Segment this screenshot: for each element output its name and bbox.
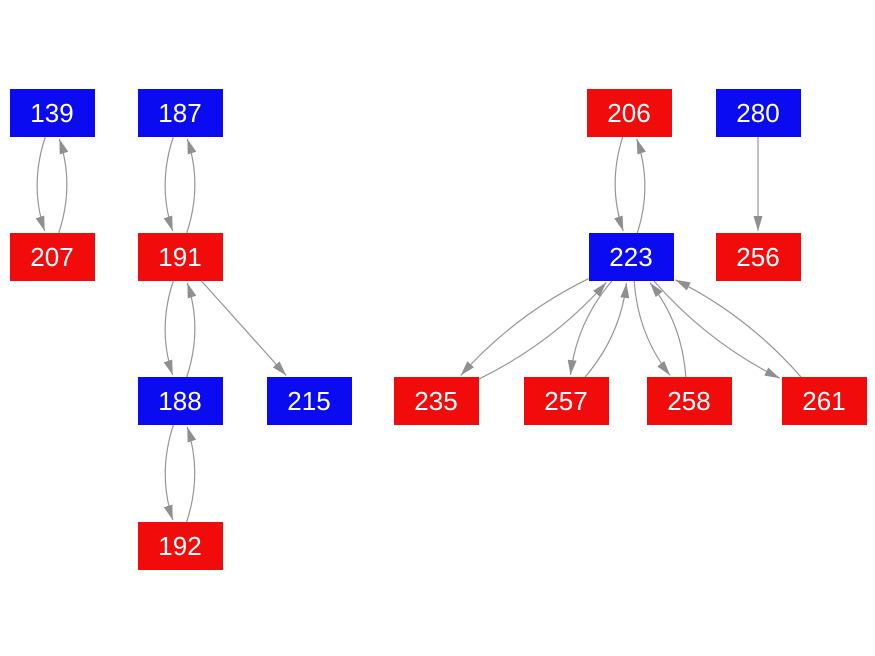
edge-139-207 (35, 136, 46, 232)
edge-235-223 (478, 282, 607, 380)
graph-node-235: 235 (393, 377, 479, 425)
edge-207-139 (58, 138, 69, 234)
graph-node-261: 261 (781, 377, 867, 425)
edge-223-206 (636, 138, 646, 234)
edge-258-223 (649, 282, 687, 378)
graph-node-188: 188 (137, 377, 223, 425)
graph-node-258: 258 (646, 377, 732, 425)
edge-192-188 (186, 426, 197, 523)
node-label: 257 (544, 386, 588, 416)
edge-223-257 (567, 280, 613, 376)
graph-node-139: 139 (9, 89, 95, 137)
node-label: 188 (158, 386, 202, 416)
node-label: 187 (158, 98, 202, 128)
graph-node-192: 192 (137, 522, 223, 570)
node-label: 235 (414, 386, 458, 416)
node-label: 206 (607, 98, 651, 128)
node-label: 256 (736, 242, 780, 272)
graph-node-257: 257 (523, 377, 609, 425)
graph-node-191: 191 (137, 233, 223, 281)
graph-node-215: 215 (266, 377, 352, 425)
edge-188-191 (186, 282, 197, 378)
node-label: 192 (158, 531, 202, 561)
graph-node-223: 223 (588, 233, 674, 281)
edge-191-215 (201, 280, 287, 376)
graph-node-280: 280 (715, 89, 801, 137)
edge-187-191 (163, 136, 174, 232)
node-label: 280 (736, 98, 780, 128)
edge-188-192 (163, 424, 174, 521)
node-label: 258 (667, 386, 711, 416)
graph-node-207: 207 (9, 233, 95, 281)
node-label: 223 (609, 242, 653, 272)
edge-223-261 (653, 280, 780, 379)
graph-node-206: 206 (586, 89, 672, 137)
node-label: 261 (802, 386, 846, 416)
edges-group (35, 136, 802, 523)
node-label: 139 (30, 98, 74, 128)
edge-191-188 (163, 280, 174, 376)
graph-node-187: 187 (137, 89, 223, 137)
edge-223-258 (633, 280, 671, 376)
edge-257-223 (584, 282, 630, 378)
edge-223-235 (460, 278, 589, 376)
edge-191-187 (186, 138, 197, 234)
graph-node-256: 256 (715, 233, 801, 281)
node-label: 207 (30, 242, 74, 272)
edge-206-223 (614, 136, 624, 232)
node-label: 191 (158, 242, 202, 272)
edge-261-223 (675, 279, 802, 378)
node-label: 215 (287, 386, 331, 416)
